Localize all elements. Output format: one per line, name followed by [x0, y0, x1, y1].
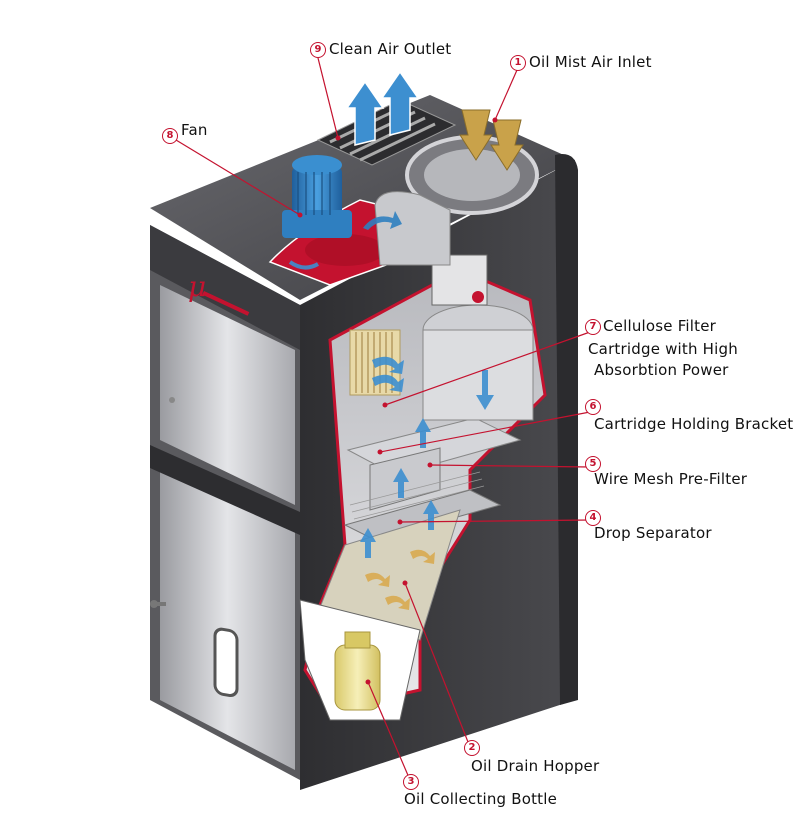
leader-lines — [175, 57, 591, 781]
callout-label-cartridge-holding-bracket: Cartridge Holding Bracket — [594, 415, 794, 433]
callout-number: 4 — [585, 510, 601, 526]
front-door-upper — [160, 285, 295, 505]
callout-number: 8 — [162, 128, 178, 144]
brand-logo: μ — [188, 270, 250, 316]
svg-text:μ: μ — [188, 270, 206, 303]
oil-collecting-bottle — [299, 599, 421, 721]
callout-number: 7 — [585, 319, 601, 335]
callout-label-oil-mist-air-inlet: Oil Mist Air Inlet — [529, 53, 652, 71]
callout-number: 9 — [310, 42, 326, 58]
front-header-band — [150, 225, 300, 350]
callout-label-oil-drain-hopper: Oil Drain Hopper — [471, 757, 600, 775]
callout-label-cellulose-filter: Cellulose Filter — [603, 317, 717, 335]
callout-number: 3 — [403, 774, 419, 790]
level-window — [213, 627, 239, 698]
callout-number: 5 — [585, 456, 601, 472]
callout-number: 2 — [464, 740, 480, 756]
callout-number: 6 — [585, 399, 601, 415]
leader-dots — [297, 117, 498, 685]
callout-label-cellulose-filter-line3: Absorbtion Power — [594, 361, 729, 379]
front-door-lower — [160, 460, 295, 770]
callout-label-wire-mesh-pre-filter: Wire Mesh Pre-Filter — [594, 470, 748, 488]
internal-flow-arrows — [288, 211, 494, 558]
callout-label-drop-separator: Drop Separator — [594, 524, 712, 542]
callout-number: 1 — [510, 55, 526, 71]
mesh-grid — [349, 471, 485, 520]
callout-label-oil-collecting-bottle: Oil Collecting Bottle — [404, 790, 558, 808]
front-divider-band — [150, 445, 300, 535]
oil-flow-arrows — [365, 549, 435, 610]
callout-label-fan: Fan — [181, 121, 208, 139]
air-inlet-arrows-icon — [459, 109, 524, 171]
top-assembly — [268, 99, 539, 286]
callout-label-cellulose-filter-line2: Cartridge with High — [588, 340, 738, 358]
callout-label-clean-air-outlet: Clean Air Outlet — [329, 40, 452, 58]
clean-air-arrows-icon — [345, 70, 420, 146]
